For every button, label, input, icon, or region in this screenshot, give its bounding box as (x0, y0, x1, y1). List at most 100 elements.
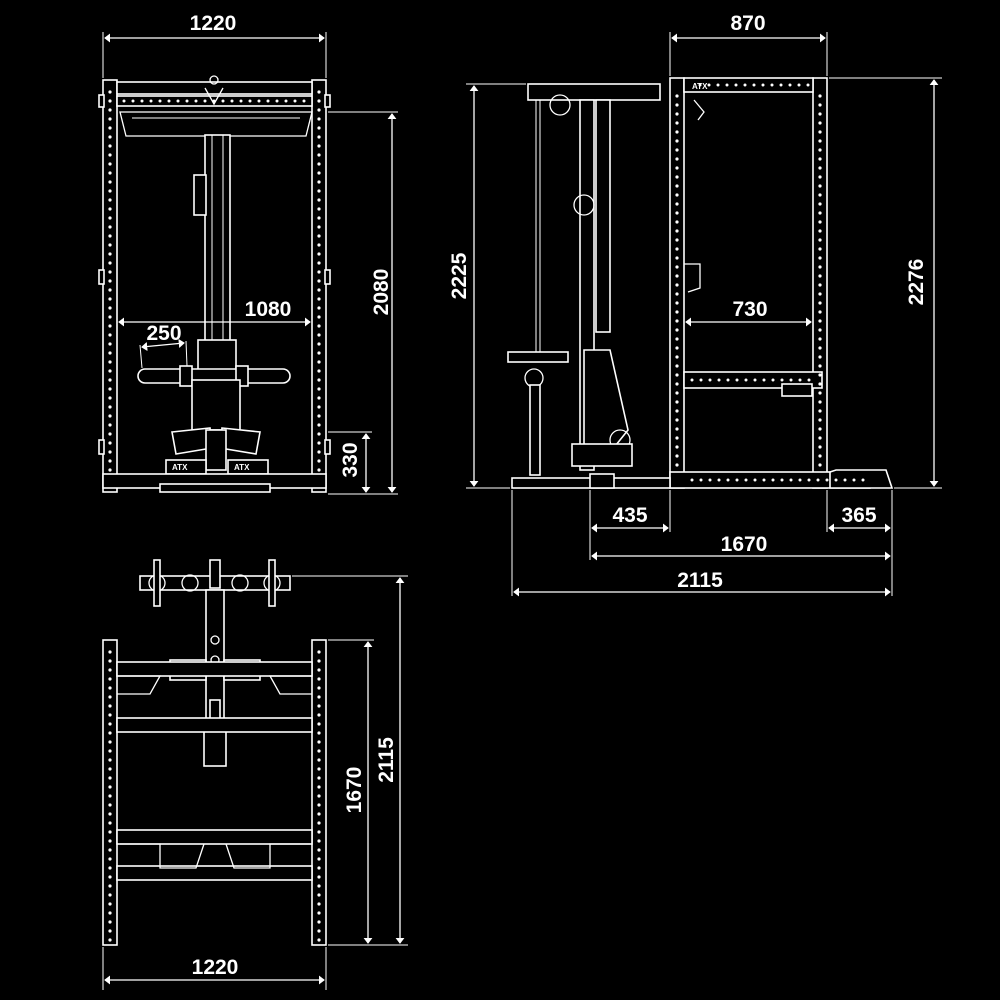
upright-hole (317, 459, 321, 463)
upright-hole (317, 767, 321, 771)
upright-hole (108, 866, 112, 870)
crossbar-hole (131, 99, 135, 103)
upright-hole (317, 695, 321, 699)
upright-hole (108, 450, 112, 454)
upright-hole (317, 812, 321, 816)
upright-hole (108, 929, 112, 933)
side-lat-column (595, 99, 611, 333)
side-inner-dim: 730 (732, 298, 767, 321)
upright-hole (317, 911, 321, 915)
upright-hole (317, 297, 321, 301)
upright-hole (675, 247, 679, 251)
top-rear-crossbar (116, 829, 313, 845)
upright-hole (675, 256, 679, 260)
upright-hole (108, 306, 112, 310)
upright-hole (675, 337, 679, 341)
upright-hole (108, 414, 112, 418)
upright-hole (818, 121, 822, 125)
upright-hole (317, 668, 321, 672)
upright-hole (108, 144, 112, 148)
upright-hole (108, 713, 112, 717)
crossbar-hole (761, 83, 765, 87)
crossbar-hole (185, 99, 189, 103)
upright-hole (108, 405, 112, 409)
svg-text:ATX: ATX (172, 463, 188, 472)
crossbar-hole (780, 378, 784, 382)
upright-hole (317, 704, 321, 708)
upright-hole (675, 202, 679, 206)
front-top-crossbar (116, 81, 313, 95)
crossbar-hole (690, 478, 694, 482)
upright-hole (108, 423, 112, 427)
crossbar-hole (771, 478, 775, 482)
top-rack-depth-dim: 1670 (343, 767, 366, 814)
upright-hole (108, 812, 112, 816)
crossbar-hole (861, 478, 865, 482)
upright-hole (317, 884, 321, 888)
upright-hole (108, 297, 112, 301)
upright-hole (108, 776, 112, 780)
side-mid-pulley (573, 194, 595, 216)
upright-hole (317, 740, 321, 744)
upright-hole (317, 216, 321, 220)
upright-hole (108, 270, 112, 274)
crossbar-hole (798, 478, 802, 482)
upright-hole (108, 740, 112, 744)
upright-hole (108, 659, 112, 663)
upright-hole (108, 875, 112, 879)
top-width-dim: 1220 (192, 956, 239, 979)
upright-hole (108, 189, 112, 193)
upright-hole (818, 166, 822, 170)
upright-hole (108, 234, 112, 238)
upright-hole (317, 929, 321, 933)
upright-hole (317, 722, 321, 726)
crossbar-hole (734, 83, 738, 87)
upright-hole (818, 130, 822, 134)
upright-hole (818, 283, 822, 287)
upright-hole (108, 441, 112, 445)
upright-hole (818, 211, 822, 215)
upright-hole (818, 193, 822, 197)
upright-hole (675, 292, 679, 296)
crossbar-hole (852, 478, 856, 482)
crossbar-hole (726, 378, 730, 382)
upright-hole (317, 117, 321, 121)
side-depth-dim: 870 (730, 12, 765, 35)
crossbar-hole (239, 99, 243, 103)
upright-hole (317, 234, 321, 238)
side-view: ATX 870 (448, 12, 942, 596)
upright-hole (108, 216, 112, 220)
upright-hole (818, 391, 822, 395)
upright-hole (317, 387, 321, 391)
upright-hole (818, 175, 822, 179)
upright-hole (317, 315, 321, 319)
side-row-arm (583, 349, 629, 451)
upright-hole (675, 436, 679, 440)
upright-hole (818, 256, 822, 260)
upright-hole (818, 274, 822, 278)
crossbar-hole (699, 478, 703, 482)
front-inner-dim: 1080 (245, 298, 292, 321)
upright-hole (317, 279, 321, 283)
front-height-dim: 2080 (370, 269, 393, 316)
crossbar-hole (140, 99, 144, 103)
crossbar-hole (266, 99, 270, 103)
crossbar-hole (284, 99, 288, 103)
upright-hole (818, 247, 822, 251)
crossbar-hole (149, 99, 153, 103)
front-view: ATX ATX 1220 2080 1080 250 (98, 12, 398, 495)
upright-hole (108, 785, 112, 789)
upright-hole (818, 202, 822, 206)
upright-hole (317, 839, 321, 843)
upright-hole (818, 409, 822, 413)
upright-hole (108, 108, 112, 112)
crossbar-hole (780, 478, 784, 482)
upright-hole (317, 189, 321, 193)
crossbar-hole (717, 378, 721, 382)
upright-hole (317, 650, 321, 654)
crossbar-hole (690, 378, 694, 382)
upright-hole (818, 400, 822, 404)
upright-hole (108, 857, 112, 861)
upright-hole (108, 794, 112, 798)
upright-hole (108, 99, 112, 103)
